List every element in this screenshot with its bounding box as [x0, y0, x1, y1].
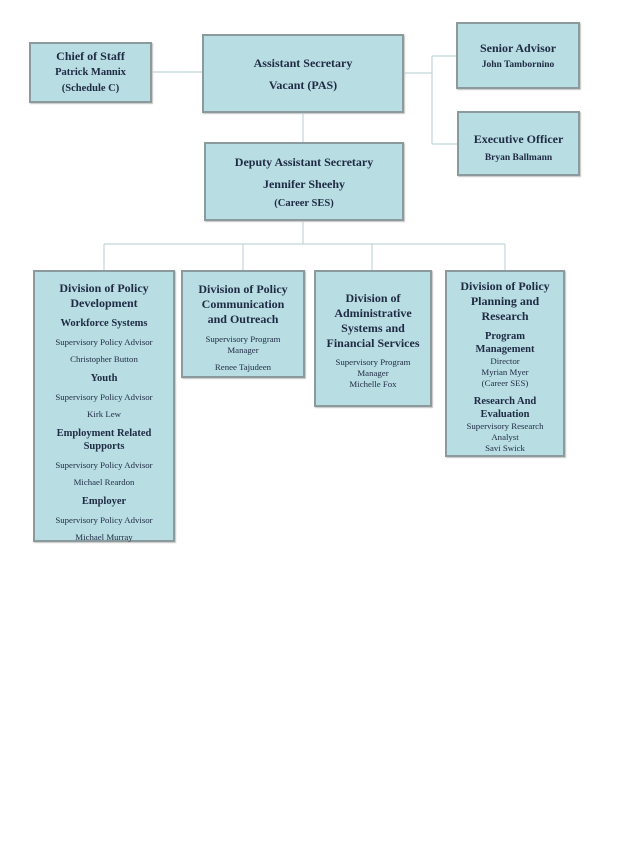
div-development-section-heading: Youth — [90, 373, 118, 384]
div-development-section-name: Kirk Lew — [87, 409, 121, 419]
div-development-section-role: Supervisory Policy Advisor — [55, 392, 153, 402]
deputy-name: Jennifer Sheehy — [262, 177, 346, 191]
div-development-section-heading: Employer — [81, 496, 127, 507]
division-policy-planning-box: Division of Policy Planning and Research… — [445, 270, 565, 457]
div-admin-title: Division of Administrative Systems and F… — [326, 291, 420, 350]
div-planning-section-role: Director — [490, 356, 520, 366]
division-admin-systems-box: Division of Administrative Systems and F… — [314, 270, 432, 407]
deputy-title: Deputy Assistant Secretary — [234, 155, 374, 169]
div-development-section-role: Supervisory Policy Advisor — [55, 515, 153, 525]
division-policy-communication-box: Division of Policy Communication and Out… — [181, 270, 305, 378]
div-admin-name: Michelle Fox — [349, 379, 397, 389]
div-communication-role: Supervisory Program Manager — [205, 334, 281, 355]
assistant-secretary-title: Assistant Secretary — [253, 56, 353, 70]
div-planning-section-role: Supervisory Research Analyst — [466, 421, 544, 442]
assistant-secretary-name: Vacant (PAS) — [268, 78, 338, 92]
div-planning-section-name: Savi Swick — [485, 443, 525, 453]
div-admin-role: Supervisory Program Manager — [335, 357, 411, 378]
div-development-title: Division of Policy Development — [59, 281, 149, 310]
div-planning-section-note: (Career SES) — [481, 378, 529, 388]
div-development-section-name: Christopher Button — [70, 354, 138, 364]
div-planning-section-heading: Program Management — [475, 331, 535, 355]
executive-officer-box: Executive Officer Bryan Ballmann — [457, 111, 580, 176]
div-development-section-role: Supervisory Policy Advisor — [55, 460, 153, 470]
div-development-section-heading: Employment Related Supports — [56, 428, 152, 452]
assistant-secretary-box: Assistant Secretary Vacant (PAS) — [202, 34, 404, 113]
div-communication-title: Division of Policy Communication and Out… — [198, 282, 288, 326]
deputy-assistant-secretary-box: Deputy Assistant Secretary Jennifer Shee… — [204, 142, 404, 221]
senior-advisor-name: John Tambornino — [481, 60, 555, 70]
senior-advisor-box: Senior Advisor John Tambornino — [456, 22, 580, 89]
executive-officer-title: Executive Officer — [473, 132, 564, 146]
division-policy-development-box: Division of Policy Development Workforce… — [33, 270, 175, 542]
chief-of-staff-name: Patrick Mannix — [55, 67, 126, 78]
div-planning-title: Division of Policy Planning and Research — [460, 279, 550, 323]
div-planning-section-name: Myrian Myer — [481, 367, 529, 377]
chief-of-staff-note: (Schedule C) — [61, 83, 120, 94]
deputy-note: (Career SES) — [274, 198, 334, 209]
chief-of-staff-box: Chief of Staff Patrick Mannix (Schedule … — [29, 42, 152, 103]
senior-advisor-title: Senior Advisor — [479, 41, 557, 55]
chief-of-staff-title: Chief of Staff — [56, 49, 125, 63]
div-development-section-role: Supervisory Policy Advisor — [55, 337, 153, 347]
div-communication-name: Renee Tajudeen — [214, 362, 272, 372]
div-development-section-name: Michael Reardon — [73, 477, 135, 487]
div-planning-section-heading: Research And Evaluation — [473, 396, 537, 420]
div-development-section-heading: Workforce Systems — [60, 318, 148, 329]
div-development-section-name: Michael Murray — [75, 532, 133, 542]
executive-officer-name: Bryan Ballmann — [484, 153, 553, 163]
